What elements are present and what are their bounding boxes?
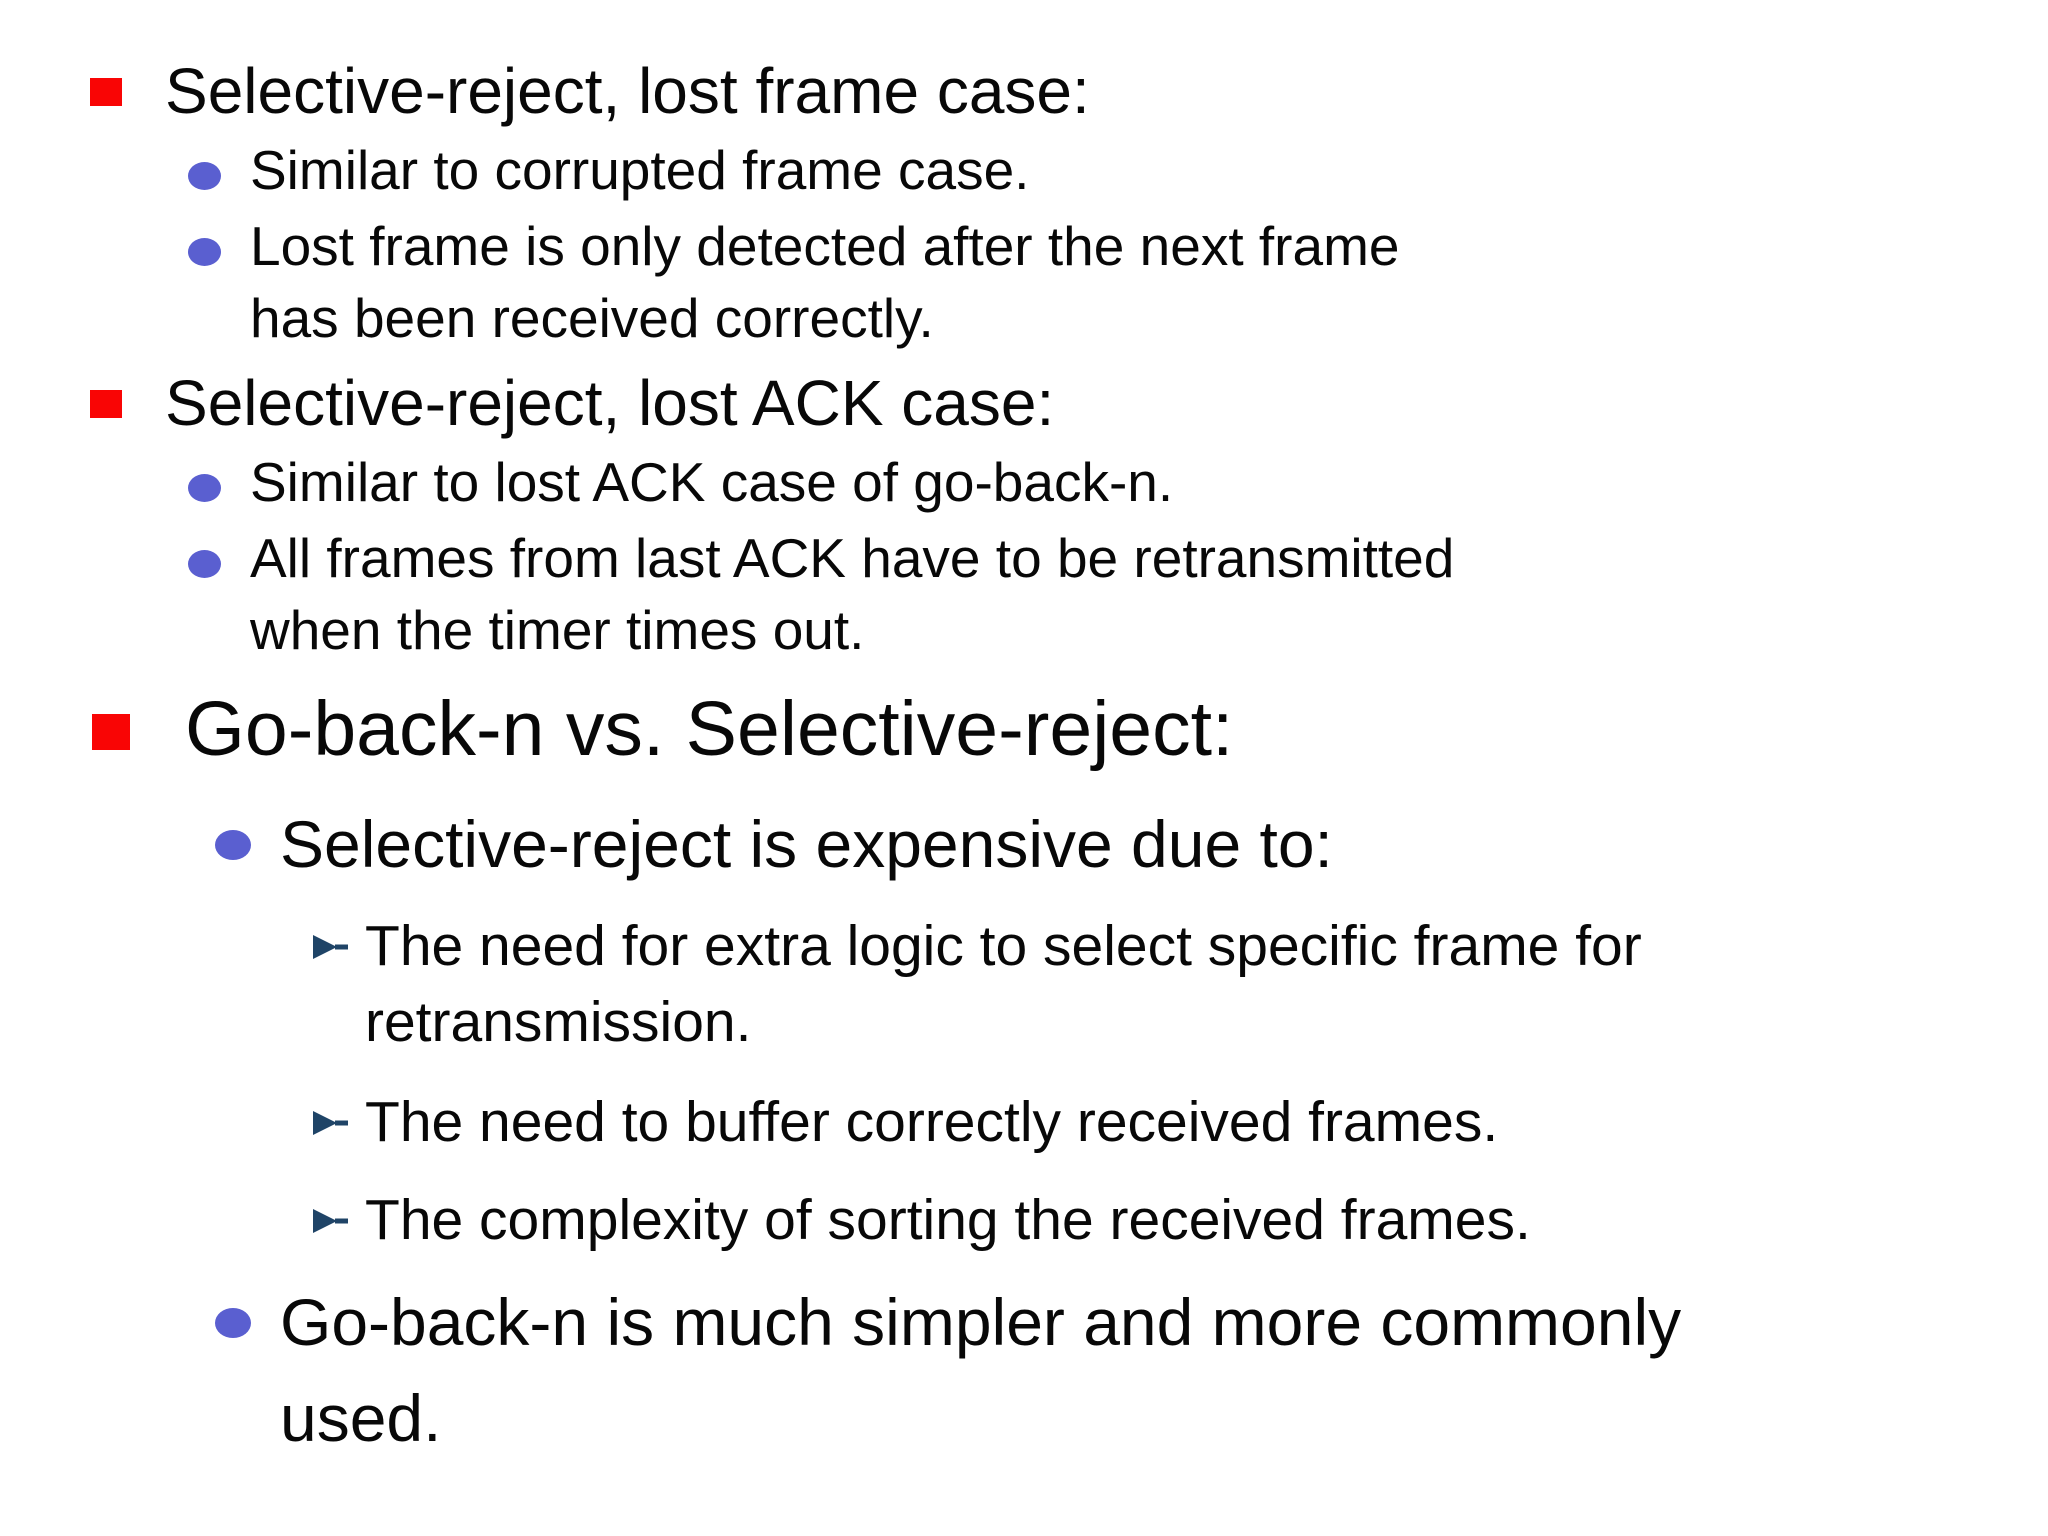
bullet-text-line: has been received correctly. <box>250 287 934 349</box>
list-item: Selective-reject is expensive due to: <box>0 796 2048 892</box>
arrow-bullet-icon <box>313 1110 351 1136</box>
bullet-text-line: retransmission. <box>365 990 752 1054</box>
list-item: Selective-reject, lost frame case: <box>0 52 2048 130</box>
list-item: The need to buffer correctly received fr… <box>0 1084 2048 1160</box>
square-bullet-icon <box>90 390 122 418</box>
bullet-text-line: Go-back-n is much simpler and more commo… <box>280 1285 1682 1359</box>
dot-bullet-icon <box>188 550 221 578</box>
square-bullet-icon <box>90 78 122 106</box>
bullet-text-line: The need to buffer correctly received fr… <box>365 1090 1499 1154</box>
list-item: Selective-reject, lost ACK case: <box>0 364 2048 442</box>
list-item: Similar to corrupted frame case. <box>0 134 2048 206</box>
bullet-text-line: used. <box>280 1381 442 1455</box>
bullet-text-line: The need for extra logic to select speci… <box>365 914 1642 978</box>
list-item: The complexity of sorting the received f… <box>0 1182 2048 1258</box>
bullet-text-line: The complexity of sorting the received f… <box>365 1188 1531 1252</box>
list-item: The need for extra logic to select speci… <box>0 908 2048 1060</box>
bullet-text-line: All frames from last ACK have to be retr… <box>250 527 1455 589</box>
dot-bullet-icon <box>188 238 221 266</box>
arrow-bullet-icon <box>313 934 351 960</box>
bullet-text-line: Selective-reject, lost frame case: <box>165 55 1090 127</box>
list-item: Similar to lost ACK case of go-back-n. <box>0 446 2048 518</box>
dot-bullet-icon <box>188 162 221 190</box>
list-item: All frames from last ACK have to be retr… <box>0 522 2048 666</box>
bullet-text-line: Similar to lost ACK case of go-back-n. <box>250 451 1174 513</box>
list-item: Go-back-n is much simpler and more commo… <box>0 1274 2048 1466</box>
dot-bullet-icon <box>188 474 221 502</box>
bullet-text-line: Similar to corrupted frame case. <box>250 139 1030 201</box>
square-bullet-icon <box>92 714 130 750</box>
dot-bullet-icon <box>215 830 251 860</box>
list-item: Go-back-n vs. Selective-reject: <box>0 686 2048 772</box>
bullet-text-line: when the timer times out. <box>250 599 865 661</box>
dot-bullet-icon <box>215 1308 251 1338</box>
bullet-text-line: Lost frame is only detected after the ne… <box>250 215 1400 277</box>
bullet-text-line: Selective-reject, lost ACK case: <box>165 367 1055 439</box>
bullet-text-line: Selective-reject is expensive due to: <box>280 807 1333 881</box>
bullet-text-line: Go-back-n vs. Selective-reject: <box>185 686 1234 772</box>
arrow-bullet-icon <box>313 1208 351 1234</box>
bullet-list: Selective-reject, lost frame case: Simila… <box>0 52 2048 1466</box>
list-item: Lost frame is only detected after the ne… <box>0 210 2048 354</box>
